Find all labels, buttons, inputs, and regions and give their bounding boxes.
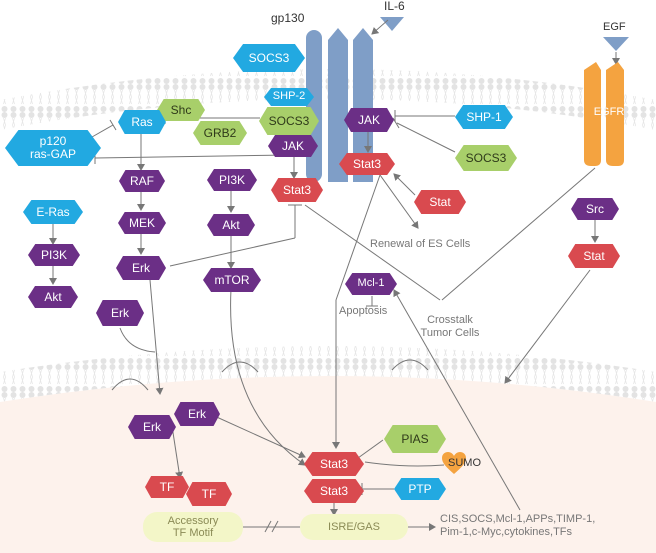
mek-node: MEK	[118, 212, 166, 234]
il6-ligand	[380, 17, 404, 31]
crosstalk-label: Crosstalk Tumor Cells	[420, 314, 480, 339]
shp2-node: SHP-2	[264, 88, 314, 106]
p120-rasgap-node: p120 ras-GAP	[5, 130, 101, 166]
sumo-label: SUMO	[448, 457, 481, 469]
sumo-node: SUMO	[442, 452, 482, 476]
akt-left-node: Akt	[28, 286, 78, 308]
egfr-label: EGFR	[593, 106, 625, 118]
egfr-left	[584, 62, 601, 166]
renewal-label: Renewal of ES Cells	[370, 238, 471, 250]
stat-src-node: Stat	[568, 244, 620, 268]
akt-mid-node: Akt	[207, 214, 255, 236]
erk-3-node: Erk	[174, 402, 220, 426]
stat3-b-node: Stat3	[304, 479, 364, 503]
jak-left-node: JAK	[268, 135, 318, 157]
mcl1-node: Mcl-1	[345, 273, 397, 295]
erk-1-node: Erk	[116, 256, 166, 280]
plasma-membrane	[0, 69, 656, 130]
ptp-node: PTP	[394, 478, 446, 500]
stat3-a-node: Stat3	[304, 452, 364, 476]
egfr-right	[606, 62, 624, 166]
sumo-heart-icon	[442, 452, 466, 474]
egf-ligand	[603, 37, 629, 51]
tf-2-node: TF	[186, 482, 232, 506]
socs3-right-node: SOCS3	[455, 145, 517, 171]
ras-node: Ras	[118, 110, 166, 134]
shc-node: Shc	[157, 99, 205, 121]
src-node: Src	[571, 198, 619, 220]
stat3-right-node: Stat3	[339, 153, 395, 175]
isre-gas: ISRE/GAS	[300, 514, 408, 540]
socs3-mid-node: SOCS3	[259, 107, 319, 135]
erk-4-node: Erk	[128, 415, 176, 439]
apoptosis-label: Apoptosis	[339, 305, 388, 317]
raf-node: RAF	[119, 170, 165, 192]
pi3k-mid-node: PI3K	[207, 169, 257, 191]
jak-right-node: JAK	[344, 108, 394, 132]
stat3-mid-node: Stat3	[271, 178, 323, 202]
nuclear-membrane	[0, 346, 656, 402]
mtor-node: mTOR	[203, 268, 261, 292]
shp1-node: SHP-1	[455, 105, 513, 129]
stat-right-node: Stat	[414, 190, 466, 214]
gp130-label: gp130	[271, 11, 305, 25]
pi3k-left-node: PI3K	[28, 244, 80, 266]
socs3-top-node: SOCS3	[233, 44, 305, 72]
tf-1-node: TF	[145, 476, 189, 498]
targets-label: CIS,SOCS,Mcl-1,APPs,TIMP-1, Pim-1,c-Myc,…	[440, 513, 596, 538]
e-ras-node: E-Ras	[23, 200, 83, 224]
pias-node: PIAS	[384, 425, 446, 453]
grb2-node: GRB2	[193, 121, 247, 145]
egf-label: EGF	[603, 21, 626, 33]
erk-2-node: Erk	[96, 300, 144, 326]
accessory-tf-motif: Accessory TF Motif	[143, 512, 243, 542]
il6-label: IL-6	[384, 0, 405, 13]
